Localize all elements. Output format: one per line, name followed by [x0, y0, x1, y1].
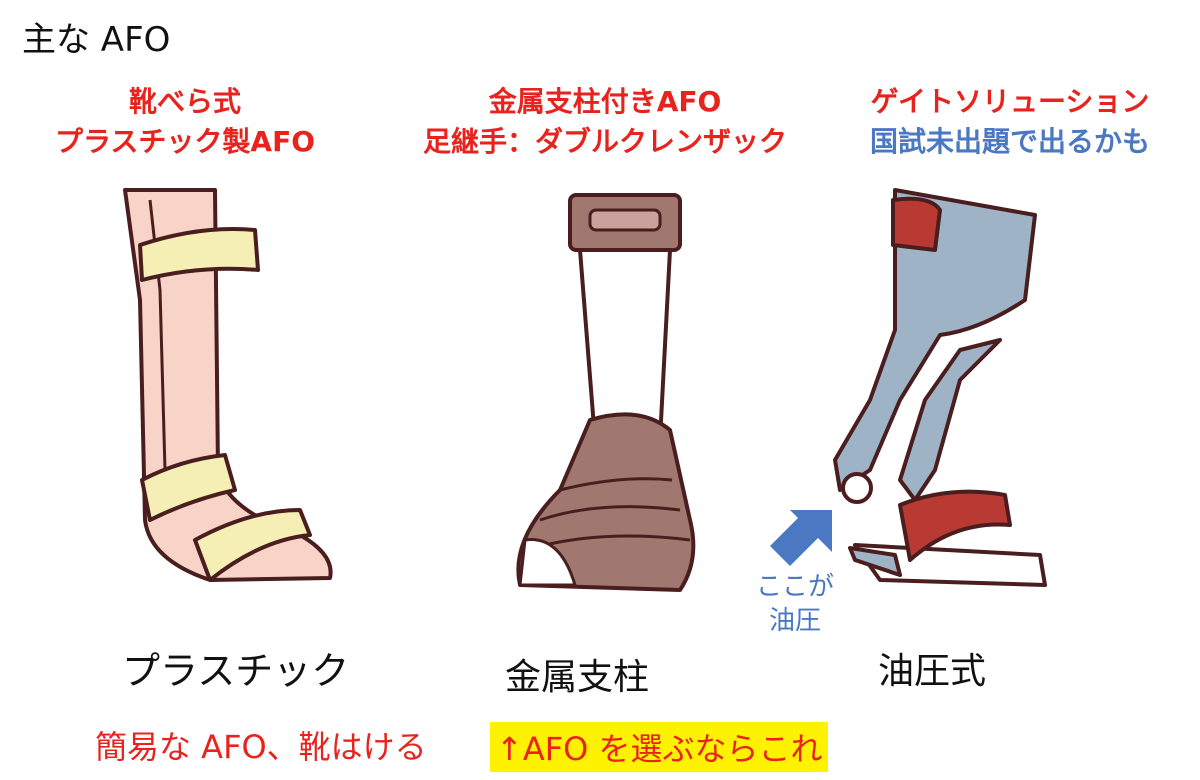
plastic-afo-illustration: [123, 188, 333, 582]
caption-hydraulic: ゲイトソリューション 国試未出題で出るかも: [840, 82, 1180, 162]
hydraulic-afo-illustration: [833, 188, 1047, 587]
hydraulic-pointer-text: ここが 油圧: [745, 570, 845, 638]
label-metal: 金属支柱: [505, 657, 650, 698]
caption-plastic: 靴べら式 プラスチック製AFO: [30, 82, 340, 162]
caption-hydraulic-line1: ゲイトソリューション: [870, 85, 1150, 118]
caption-plastic-line1: 靴べら式: [128, 85, 241, 118]
bottom-highlight: ↑AFO を選ぶならこれ: [490, 722, 829, 772]
bottom-note: 簡易な AFO、靴はける: [95, 728, 427, 766]
caption-metal-line2: 足継手：ダブルクレンザック: [422, 125, 787, 158]
page-title: 主な AFO: [22, 20, 171, 60]
label-hydraulic: 油圧式: [878, 651, 987, 692]
caption-hydraulic-line2: 国試未出題で出るかも: [869, 125, 1150, 158]
caption-metal: 金属支柱付きAFO 足継手：ダブルクレンザック: [395, 82, 815, 162]
metal-afo-illustration: [516, 193, 696, 592]
caption-metal-line1: 金属支柱付きAFO: [488, 85, 722, 118]
pointer-arrow-icon: [770, 510, 832, 566]
label-plastic: プラスチック: [122, 649, 350, 693]
pointer-line1: ここが: [755, 572, 834, 602]
pointer-line2: 油圧: [768, 606, 821, 636]
caption-plastic-line2: プラスチック製AFO: [54, 125, 316, 158]
